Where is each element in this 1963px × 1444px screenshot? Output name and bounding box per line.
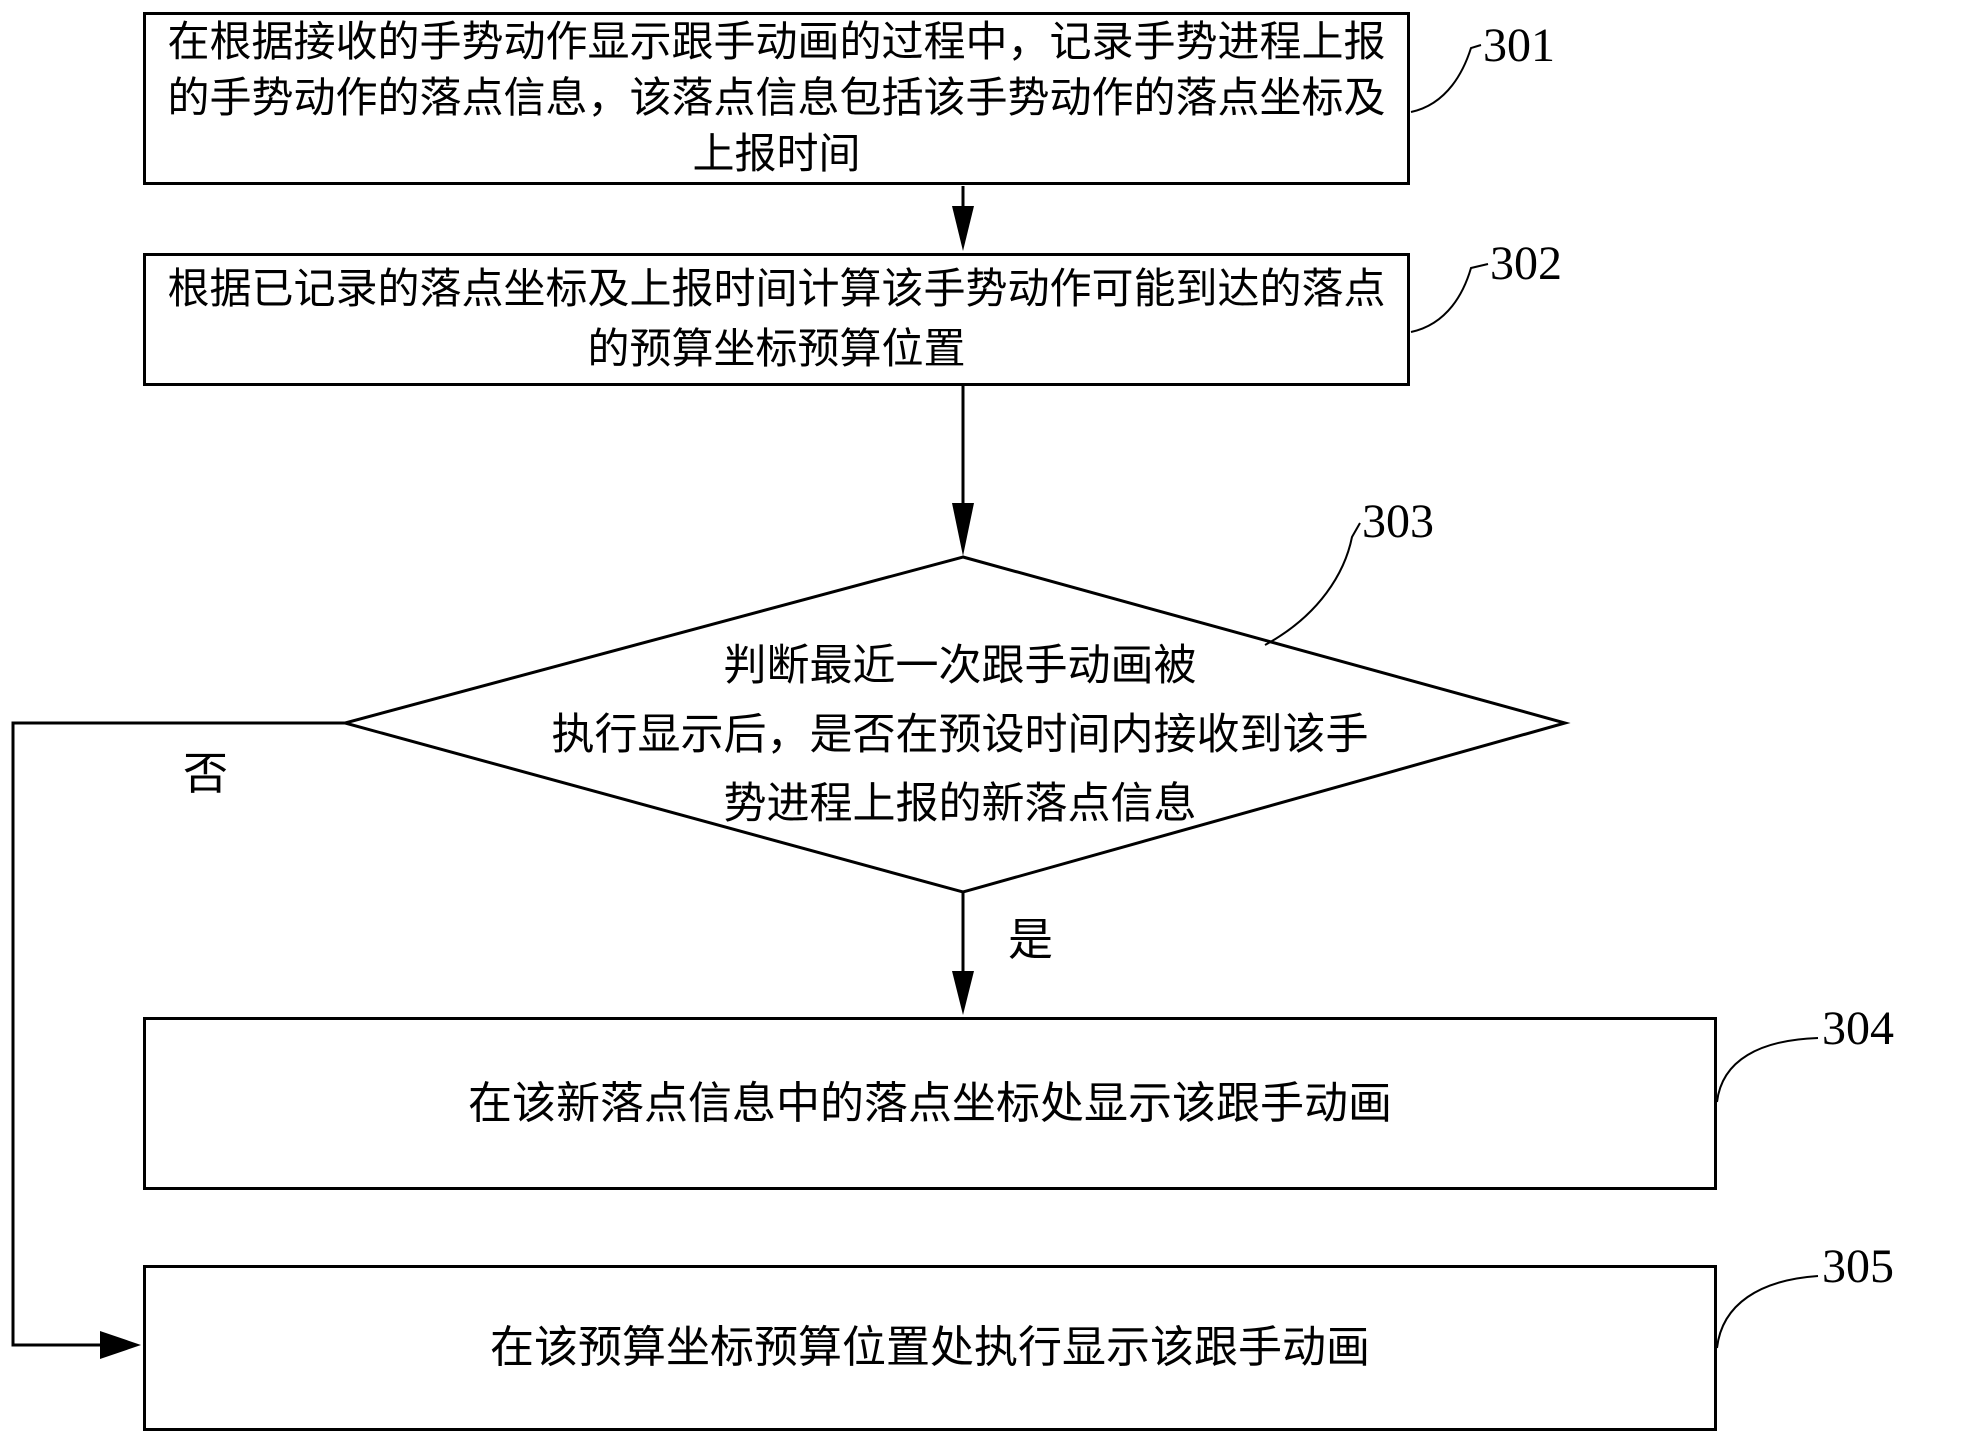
step-box-305: 在该预算坐标预算位置处执行显示该跟手动画 [143,1265,1717,1431]
step-box-304: 在该新落点信息中的落点坐标处显示该跟手动画 [143,1017,1717,1190]
leader-line-304 [1716,1037,1819,1103]
leader-line-305 [1716,1275,1819,1349]
step-301-text: 在根据接收的手势动作显示跟手动画的过程中，记录手势进程上报 的手势动作的落点信息… [167,19,1386,178]
ref-label-303: 303 [1362,495,1434,548]
leader-line-302 [1410,263,1489,333]
ref-label-304: 304 [1822,1002,1894,1055]
ref-label-305: 305 [1822,1240,1894,1293]
step-304-text: 在该新落点信息中的落点坐标处显示该跟手动画 [468,1078,1392,1128]
ref-label-302: 302 [1490,237,1562,290]
arrow-301-to-302 [952,186,974,251]
leader-line-301 [1410,44,1482,113]
ref-label-301: 301 [1483,19,1555,72]
no-branch-label: 否 [183,749,229,799]
arrow-303-to-304-yes [952,892,974,1015]
step-305-text: 在该预算坐标预算位置处执行显示该跟手动画 [490,1323,1370,1372]
step-box-301: 在根据接收的手势动作显示跟手动画的过程中，记录手势进程上报 的手势动作的落点信息… [143,12,1410,185]
arrow-303-to-305-no [11,721,345,1359]
step-302-text: 根据已记录的落点坐标及上报时间计算该手势动作可能到达的落点 的预算坐标预算位置 [167,266,1386,373]
leader-line-303 [1264,522,1361,646]
yes-branch-label: 是 [1008,915,1054,965]
arrow-302-to-303 [952,386,974,556]
step-box-302: 根据已记录的落点坐标及上报时间计算该手势动作可能到达的落点 的预算坐标预算位置 [143,253,1410,386]
decision-303-text: 判断最近一次跟手动画被 执行显示后，是否在预设时间内接收到该手 势进程上报的新落… [551,643,1369,828]
